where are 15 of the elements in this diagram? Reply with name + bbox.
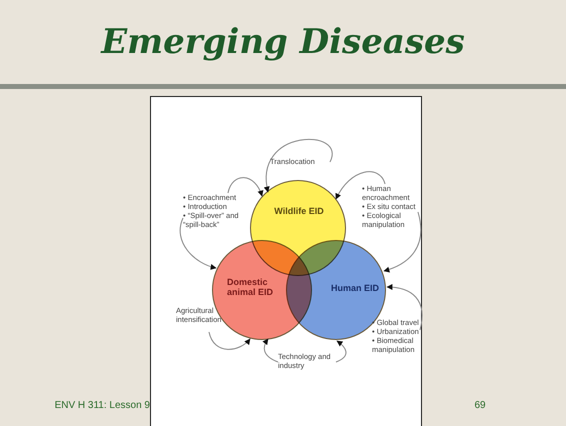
curved-arrow: [264, 138, 333, 193]
curved-arrow: [386, 284, 423, 330]
page-number: 69: [473, 400, 487, 411]
curved-arrow: [228, 177, 263, 197]
curved-arrow: [180, 218, 217, 270]
curved-arrow: [336, 171, 386, 200]
circle-label: Wildlife EID: [273, 206, 325, 216]
curved-arrow: [383, 212, 422, 272]
curved-arrow: [336, 340, 346, 362]
circle-label: Domestic animal EID: [227, 277, 274, 297]
slide-title: Emerging Diseases: [100, 22, 466, 62]
circle-label: Human EID: [330, 283, 379, 293]
curved-arrow: [262, 338, 278, 362]
curved-arrow: [208, 332, 250, 350]
footer-text: ENV H 311: Lesson 9: [54, 400, 150, 411]
